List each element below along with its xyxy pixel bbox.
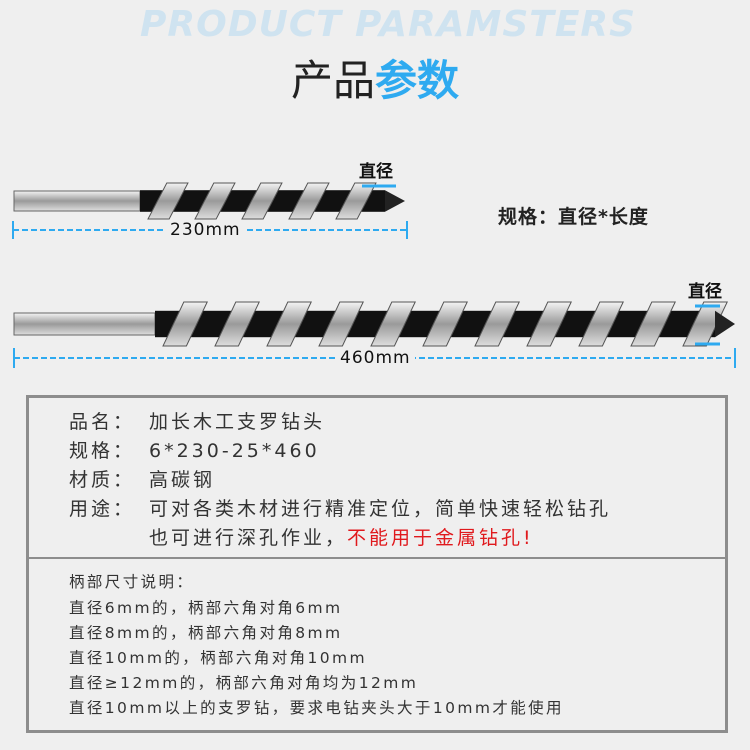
drill-flute — [526, 301, 572, 347]
usage-line2: 也可进行深孔作业， — [149, 527, 348, 549]
row-key: 用途： — [69, 498, 136, 520]
row-value: 可对各类木材进行精准定位，简单快速轻松钻孔 — [149, 498, 612, 520]
drill-flute — [474, 301, 520, 347]
drill-shank — [13, 312, 156, 336]
drill-flute — [578, 301, 624, 347]
drill-flute — [147, 182, 189, 220]
info-row-spec: 规格： 6*230-25*460 — [69, 439, 320, 463]
drill-tip — [385, 190, 405, 212]
note-line: 直径8mm的，柄部六角对角8mm — [69, 624, 343, 642]
drill-flute — [194, 182, 236, 220]
drill-flute — [318, 301, 364, 347]
row-value: 高碳钢 — [149, 469, 216, 491]
title-part2: 参数 — [375, 56, 460, 105]
short-length-label: 230mm — [166, 220, 245, 240]
short-diameter-label: 直径 — [359, 162, 393, 182]
spec-note: 规格：直径*长度 — [498, 206, 649, 228]
note-line: 直径10mm以上的支罗钻，要求电钻夹头大于10mm才能使用 — [69, 699, 564, 717]
watermark-line2: PARAMSTERS — [355, 4, 637, 45]
watermark-line1: PRODUCT — [140, 4, 342, 45]
drill-illustrations — [12, 182, 736, 368]
drill-flute — [266, 301, 312, 347]
page-title: 产品参数 — [0, 56, 750, 106]
notes-title: 柄部尺寸说明： — [69, 573, 195, 591]
note-line: 直径6mm的，柄部六角对角6mm — [69, 599, 343, 617]
drill-flute — [335, 182, 377, 220]
divider — [29, 557, 725, 559]
row-value: 加长木工支罗钻头 — [149, 411, 326, 433]
info-row-material: 材质： 高碳钢 — [69, 468, 215, 492]
drill-tip — [715, 310, 735, 338]
short-dimension-line — [12, 184, 408, 239]
drill-shank — [13, 190, 141, 212]
info-row-usage: 用途： 可对各类木材进行精准定位，简单快速轻松钻孔 — [69, 497, 611, 521]
title-part1: 产品 — [290, 56, 375, 105]
drill-flute — [288, 182, 330, 220]
drill-flute — [162, 301, 208, 347]
long-diameter-label: 直径 — [688, 282, 722, 302]
drill-flute — [422, 301, 468, 347]
drill-flute — [214, 301, 260, 347]
info-row-usage-line2: 也可进行深孔作业，不能用于金属钻孔! — [149, 526, 534, 550]
drill-flute — [370, 301, 416, 347]
long-drill-bit-image — [13, 301, 735, 347]
note-line: 直径≥12mm的，柄部六角对角均为12mm — [69, 674, 419, 692]
drill-flute — [241, 182, 283, 220]
note-line: 直径10mm的，柄部六角对角10mm — [69, 649, 368, 667]
long-length-label: 460mm — [336, 348, 415, 368]
row-key: 材质： — [69, 469, 136, 491]
row-key: 规格： — [69, 440, 136, 462]
warning-text: 不能用于金属钻孔! — [347, 527, 534, 549]
drill-flute — [630, 301, 676, 347]
info-row-name: 品名： 加长木工支罗钻头 — [69, 410, 325, 434]
short-drill-bit-image — [13, 182, 405, 220]
info-box: 品名： 加长木工支罗钻头 规格： 6*230-25*460 材质： 高碳钢 用途： 可对… — [26, 395, 728, 733]
row-key: 品名： — [69, 411, 136, 433]
row-value: 6*230-25*460 — [149, 440, 320, 462]
